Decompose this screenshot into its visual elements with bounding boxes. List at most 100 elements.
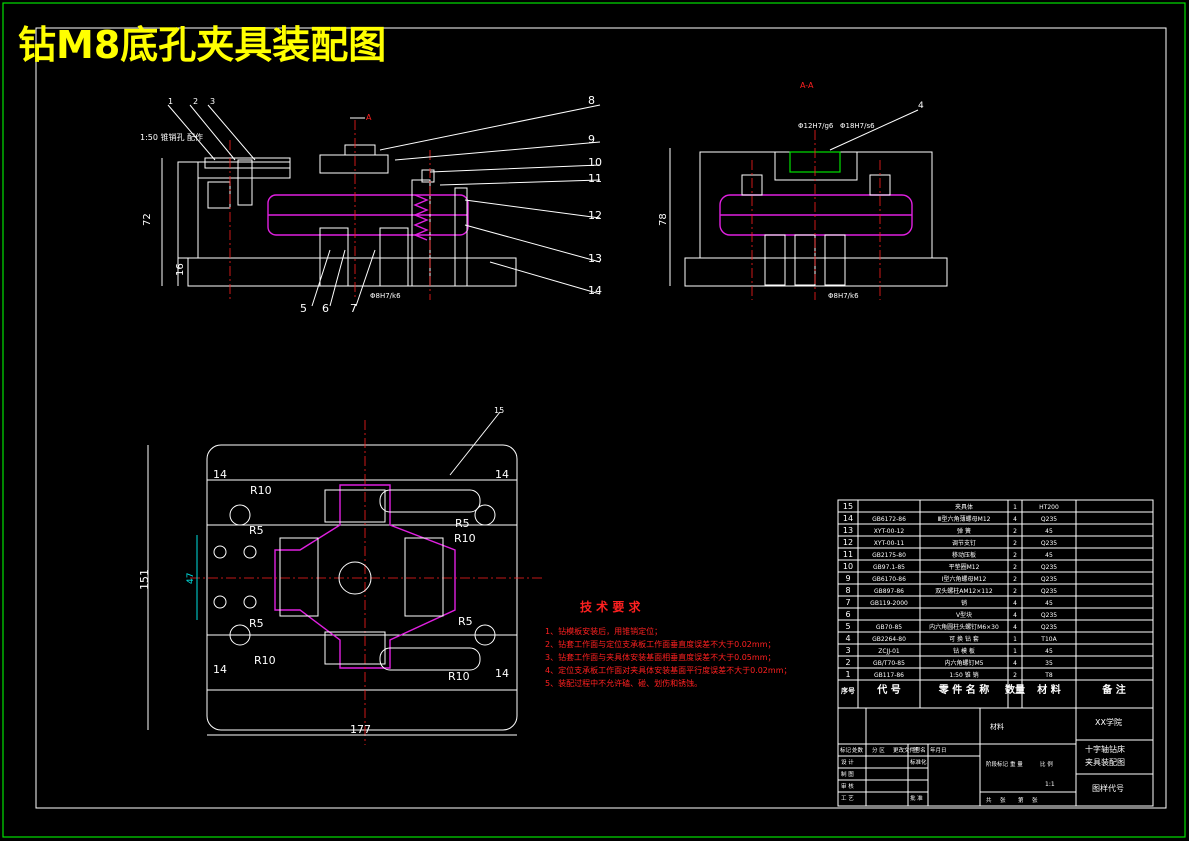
side-view: 78 A-A Φ12H7/g6 Φ18H7/s6 Φ8H7/k6 4	[658, 81, 948, 300]
material-cell: 材料	[990, 722, 1004, 731]
bom-cell: Q235	[1041, 576, 1057, 583]
bom-cell: 双头螺柱AM12×112	[935, 587, 993, 595]
bom-cell: 1:50 锥 销	[949, 671, 978, 679]
dim-14-a: 14	[213, 468, 227, 481]
title-block-label: 标准化	[910, 758, 927, 766]
drawing-name-2: 夹具装配图	[1085, 757, 1125, 767]
school-name: XX学院	[1095, 717, 1122, 727]
balloon-13: 13	[588, 252, 602, 265]
r5-c: R5	[249, 617, 264, 630]
bom-cell: GB2264-80	[872, 636, 906, 643]
bom-cell: 夹具体	[955, 503, 973, 511]
bom-cell: 2	[1013, 564, 1017, 571]
bom-cell: GB117-86	[874, 672, 904, 679]
bom-header-cell: 材 料	[1037, 683, 1060, 696]
title-block: 材料 XX学院 十字轴钻床 夹具装配图 图样代号 1:1	[837, 707, 1154, 807]
fit-18: Φ18H7/s6	[840, 122, 875, 130]
bom-cell: 1	[1013, 504, 1017, 511]
title-block-label: 年月日	[930, 746, 947, 754]
balloon-14: 14	[588, 284, 602, 297]
plan-dims: 15 14 14 14 14 R10 R10 R10 R10 R5 R5 R5 …	[138, 406, 509, 736]
title-block-label: 审 核	[841, 782, 854, 790]
bom-cell: Q235	[1041, 564, 1057, 571]
title-block-label: 标记	[840, 746, 852, 754]
balloon-10: 10	[588, 156, 602, 169]
bom-cell: 45	[1045, 528, 1053, 535]
balloon-8: 8	[588, 94, 595, 107]
bom-cell: 4	[1013, 624, 1017, 631]
bom-cell: ZCJJ-01	[878, 648, 900, 655]
bom-cell: GB97.1-85	[873, 564, 905, 571]
title-block-label: 批 准	[910, 794, 923, 802]
bom-cell: 2	[1013, 528, 1017, 535]
bom-cell: Q235	[1041, 588, 1057, 595]
section-mark-a: A	[366, 113, 372, 122]
bom-cell: 3	[845, 646, 850, 655]
drawing-no: 图样代号	[1092, 783, 1124, 793]
balloon-11: 11	[588, 172, 602, 185]
title-block-label: 第	[1018, 796, 1024, 804]
bom-cell: Ⅲ型六角薄螺母M12	[938, 515, 991, 523]
plan-view	[147, 411, 545, 745]
bom-cell: 内六角螺钉M5	[945, 659, 984, 667]
title-block-label: 分 区	[872, 746, 885, 754]
bom-cell: 1	[1013, 648, 1017, 655]
dim-177: 177	[350, 723, 371, 736]
bom-cell: 7	[845, 598, 850, 607]
bom-cell: 可 换 钻 套	[949, 635, 979, 643]
dim-16: 16	[175, 263, 186, 276]
title-block-label: 张	[1032, 796, 1038, 804]
bom-cell: 4	[1013, 600, 1017, 607]
section-title-aa: A-A	[800, 81, 814, 90]
inner-border	[35, 27, 1167, 809]
bom-cell: GB2175-80	[872, 552, 906, 559]
balloon-9: 9	[588, 133, 595, 146]
tech-req-4: 4、定位支承板工作面对夹具体安装基面平行度误差不大于0.02mm；	[545, 665, 792, 675]
fit-12: Φ12H7/g6	[798, 122, 834, 130]
bom-cell: Q235	[1041, 540, 1057, 547]
bom-cell: 弹 簧	[957, 527, 971, 535]
bom-cell: 钻 模 板	[953, 647, 975, 655]
r10-d: R10	[448, 670, 470, 683]
bom-cell: Q235	[1041, 624, 1057, 631]
bom-header: 序号代 号零 件 名 称数量材 料备 注	[840, 683, 1126, 696]
title-block-label: 工 艺	[841, 795, 854, 802]
bom-cell: 2	[1013, 588, 1017, 595]
balloon-6: 6	[322, 302, 329, 315]
title-block-labels: 标记处数分 区更改文件号签 名年月日设 计标准化制 图审 核工 艺批 准阶段标记…	[840, 746, 1053, 804]
bom-cell: 13	[843, 526, 853, 535]
bom-cell: 6	[845, 610, 850, 619]
bom-cell: 5	[845, 622, 850, 631]
bom-cell: GB70-85	[876, 624, 902, 631]
tech-req-1: 1、钻模板安装后，用锥销定位；	[545, 626, 662, 636]
drawing-name-1: 十字轴钻床	[1085, 744, 1125, 754]
dim-14-c: 14	[213, 663, 227, 676]
balloon-3: 3	[210, 97, 215, 106]
r5-a: R5	[249, 524, 264, 537]
title-block-label: 张	[1000, 796, 1006, 804]
bom-cell: 14	[843, 514, 853, 523]
bom-cell: T8	[1044, 672, 1053, 679]
bom-cell: 4	[1013, 612, 1017, 619]
r10-b: R10	[454, 532, 476, 545]
bom-cell: GB119-2000	[870, 600, 908, 607]
dim-14-b: 14	[495, 468, 509, 481]
bom-cell: 45	[1045, 600, 1053, 607]
bom-cell: 2	[845, 658, 850, 667]
bom-header-cell: 代 号	[876, 683, 900, 696]
bom-cell: GB6170-86	[872, 576, 906, 583]
tech-requirements: 技 术 要 求 1、钻模板安装后，用锥销定位； 2、钻套工作面与定位支承板工作面…	[545, 599, 792, 688]
bom-cell: GB897-86	[874, 588, 904, 595]
title-block-label: 签 名	[913, 746, 926, 754]
front-fit-label: Φ8H7/k6	[370, 292, 401, 300]
